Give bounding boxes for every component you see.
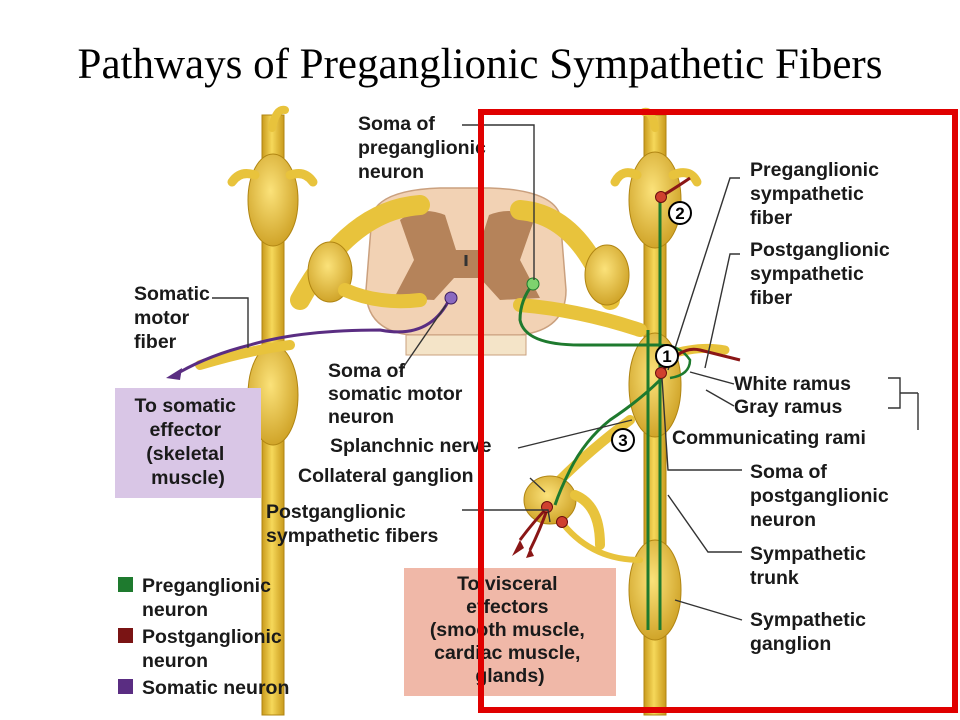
label-soma-postganglionic: Soma of postganglionic neuron [750,461,894,531]
marker-3-text: 3 [618,431,627,450]
label-white-ramus: White ramus [734,373,851,395]
page-title: Pathways of Preganglionic Sympathetic Fi… [77,41,883,88]
legend-label-postganglionic: Postganglionic neuron [142,626,287,672]
label-soma-preganglionic: Soma of preganglionic neuron [358,113,491,183]
label-preganglionic-fiber: Preganglionic sympathetic fiber [750,159,884,229]
leader-lines [212,124,919,621]
marker-1-text: 1 [662,347,671,366]
label-splanchnic-nerve: Splanchnic nerve [330,435,492,457]
label-somatic-motor-fiber: Somatic motor fiber [134,283,215,353]
label-sympathetic-ganglion: Sympathetic ganglion [750,609,871,655]
label-communicating-rami: Communicating rami [672,427,866,449]
legend-swatch-postganglionic [118,628,133,643]
marker-2-text: 2 [675,204,684,223]
marker-1: 1 [655,344,679,368]
highlight-frame [478,109,958,713]
visceral-effectors-box: To visceral effectors (smooth muscle, ca… [404,568,616,696]
label-sympathetic-trunk: Sympathetic trunk [750,543,871,589]
legend-label-somatic: Somatic neuron [142,677,289,699]
postganglionic-pathway [512,176,741,558]
label-soma-somatic-motor: Soma of somatic motor neuron [328,360,468,428]
label-postganglionic-fibers: Postganglionic sympathetic fibers [266,501,438,547]
label-gray-ramus: Gray ramus [734,396,843,418]
marker-2: 2 [668,201,692,225]
left-sympathetic-chain [195,105,430,716]
somatic-effector-text: To somatic effector (skeletal muscle) [135,395,242,489]
somatic-effector-box: To somatic effector (skeletal muscle) [115,388,261,498]
legend-swatch-somatic [118,679,133,694]
label-collateral-ganglion: Collateral ganglion [298,465,474,487]
legend-label-preganglionic: Preganglionic neuron [142,575,276,621]
preganglionic-pathway [518,200,692,630]
label-postganglionic-fiber: Postganglionic sympathetic fiber [750,239,895,309]
legend-swatch-preganglionic [118,577,133,592]
legend: Preganglionic neuron Postganglionic neur… [118,575,289,699]
somatic-neuron-pathway [166,291,458,380]
marker-3: 3 [611,428,635,452]
